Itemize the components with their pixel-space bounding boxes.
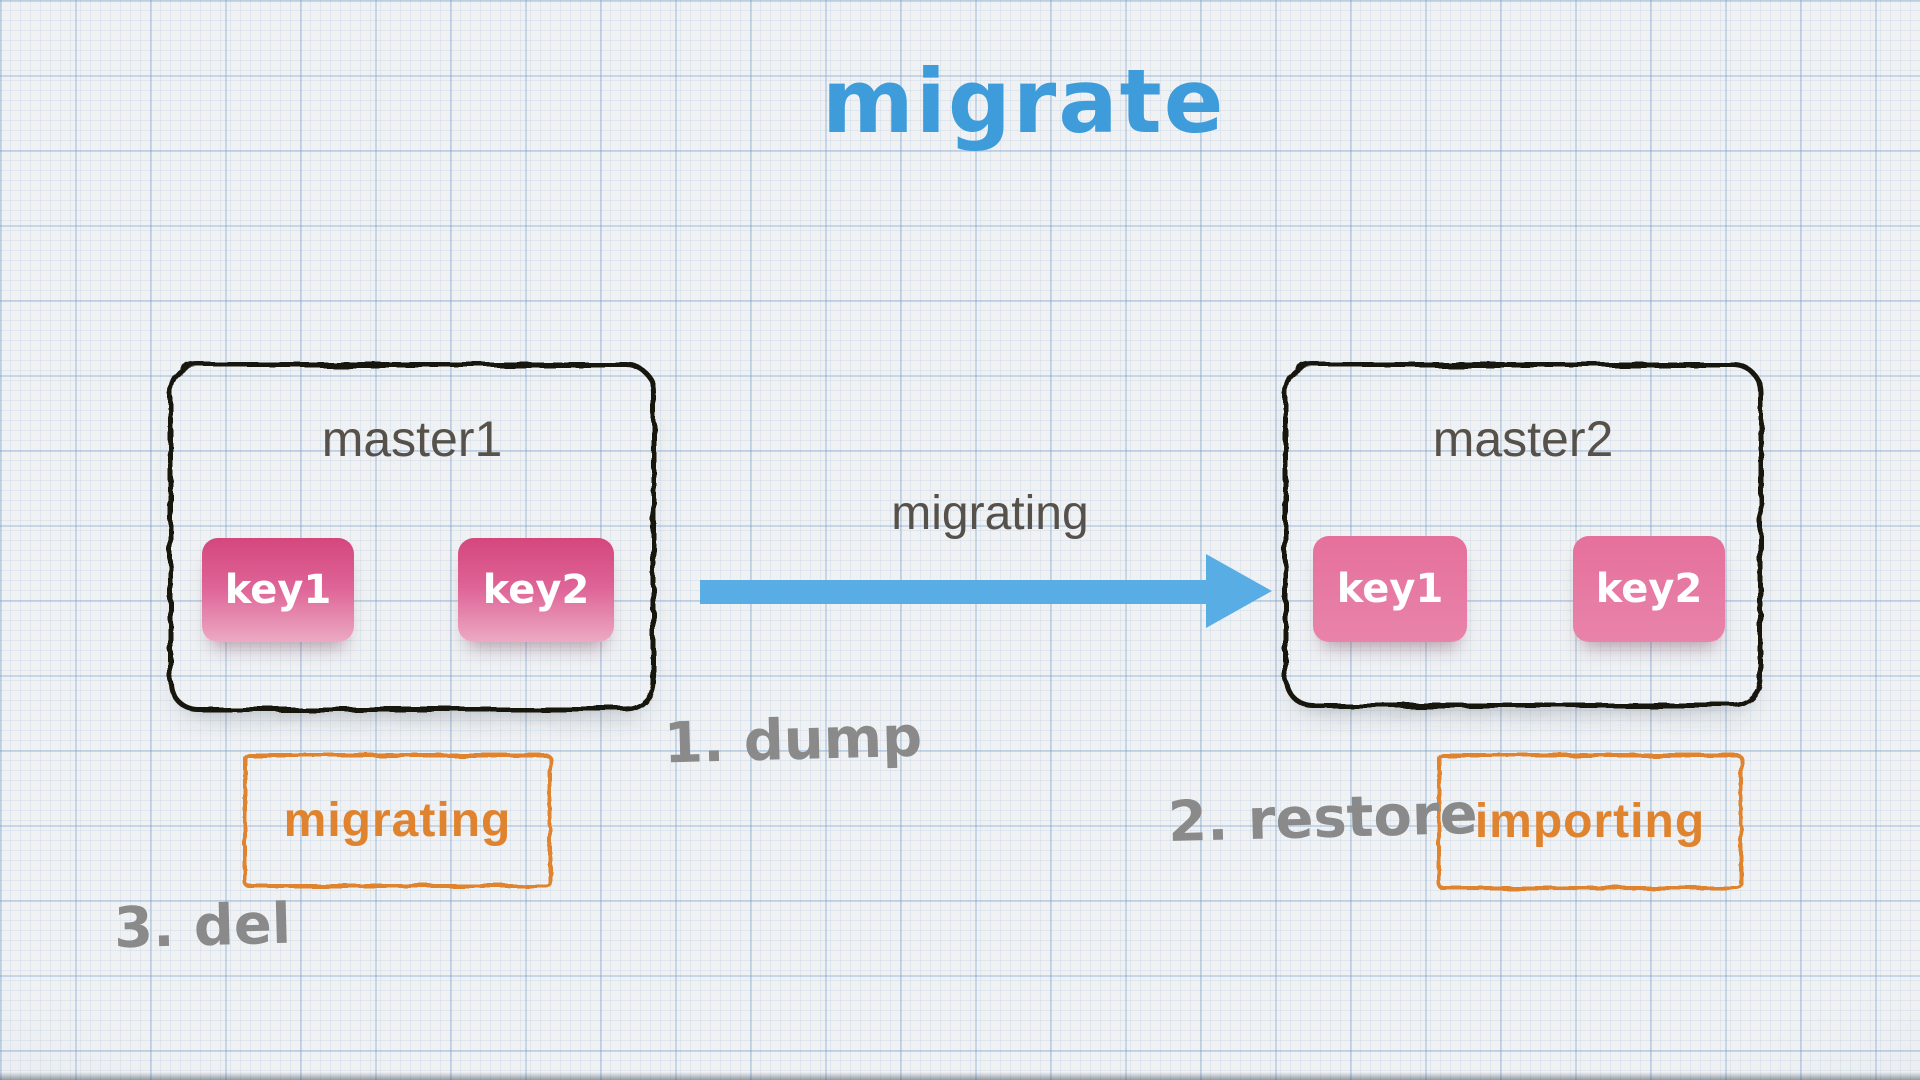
node-master2: master2 key1 key2 [1283, 362, 1763, 708]
master1-key2: key2 [458, 538, 614, 642]
master1-sketch-border [168, 362, 656, 712]
master1-key2-label: key2 [482, 567, 590, 613]
migrating-tag-border [243, 753, 552, 888]
master1-key1: key1 [202, 538, 354, 642]
importing-tag-border [1437, 753, 1743, 890]
importing-tag-label: importing [1474, 795, 1706, 848]
node-master1: master1 key1 key2 [168, 362, 656, 712]
step-1-dump: 1. dump [663, 704, 923, 777]
master1-key1-label: key1 [224, 567, 332, 613]
master2-key2: key2 [1573, 536, 1725, 642]
page-title: migrate [822, 50, 1226, 153]
master2-sketch-border [1283, 362, 1763, 708]
master2-key1: key1 [1313, 536, 1467, 642]
master2-key2-label: key2 [1595, 566, 1703, 612]
step-2-restore: 2. restore [1167, 781, 1479, 856]
migrating-tag-label: migrating [283, 794, 512, 847]
step-3-del: 3. del [113, 891, 292, 962]
master2-key1-label: key1 [1336, 566, 1444, 612]
migrate-arrow-head-icon [1206, 554, 1272, 628]
importing-status-tag: importing [1437, 753, 1743, 890]
migrating-status-tag: migrating [243, 753, 552, 888]
master1-label: master1 [321, 411, 503, 467]
master2-label: master2 [1432, 411, 1614, 467]
migrate-arrow-shaft [700, 580, 1208, 604]
arrow-label: migrating [891, 487, 1089, 540]
